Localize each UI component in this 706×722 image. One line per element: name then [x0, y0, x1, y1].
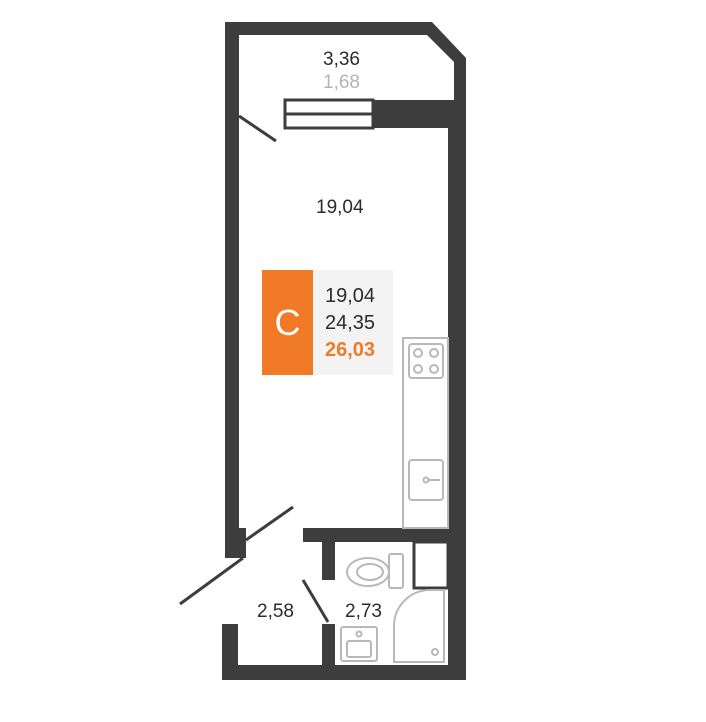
washbasin-icon: [340, 626, 378, 662]
full-area: 26,03: [325, 339, 376, 361]
kitchen-counter: [402, 337, 449, 529]
shaft: [412, 540, 450, 590]
apartment-type-badge: С: [262, 270, 313, 375]
toilet-icon: [346, 553, 404, 589]
window-icon: [283, 98, 375, 130]
main-room-area: 19,04: [316, 197, 364, 218]
balcony-reduced-area: 1,68: [323, 72, 360, 93]
stove-icon: [408, 343, 444, 379]
living-area: 19,04: [325, 285, 376, 307]
hallway-area: 2,58: [257, 601, 294, 622]
shower-tray-icon: [393, 589, 445, 663]
balcony-area: 3,36: [323, 49, 360, 70]
kitchen-sink-icon: [408, 459, 444, 501]
door-swing-icon: [179, 114, 330, 623]
bathroom-area: 2,73: [345, 601, 382, 622]
apartment-area-values: 19,04 24,35 26,03: [313, 270, 393, 375]
total-area: 24,35: [325, 312, 376, 334]
main-walls: [222, 100, 466, 680]
balcony-walls: [225, 22, 466, 104]
apartment-info-box: С 19,04 24,35 26,03: [262, 270, 393, 375]
